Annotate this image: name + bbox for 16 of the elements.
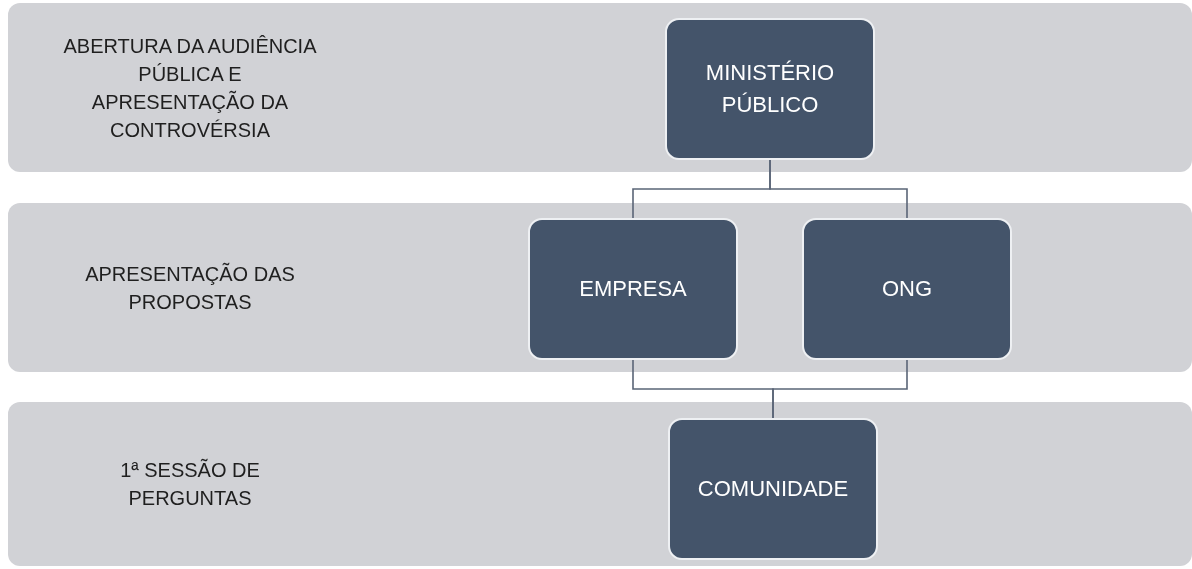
actor-label: EMPRESA [579, 275, 687, 303]
actor-label: MINISTÉRIO PÚBLICO [704, 59, 836, 119]
stage-band [8, 3, 1192, 172]
stage-label: ABERTURA DA AUDIÊNCIA PÚBLICA E APRESENTAÇÃO DA CONTROVÉRSIA [62, 33, 318, 143]
connector-line [769, 159, 908, 219]
actor-label: ONG [881, 275, 933, 303]
actor-box [528, 218, 738, 360]
actor-box [665, 18, 875, 160]
stage-band [8, 203, 1192, 372]
connector-line [772, 359, 908, 419]
stage-label: 1ª SESSÃO DE PERGUNTAS [119, 457, 261, 511]
actor-label: COMUNIDADE [697, 475, 849, 503]
actor-box [802, 218, 1012, 360]
actor-box [668, 418, 878, 560]
stage-label: APRESENTAÇÃO DAS PROPOSTAS [84, 261, 296, 315]
stage-band [8, 402, 1192, 566]
